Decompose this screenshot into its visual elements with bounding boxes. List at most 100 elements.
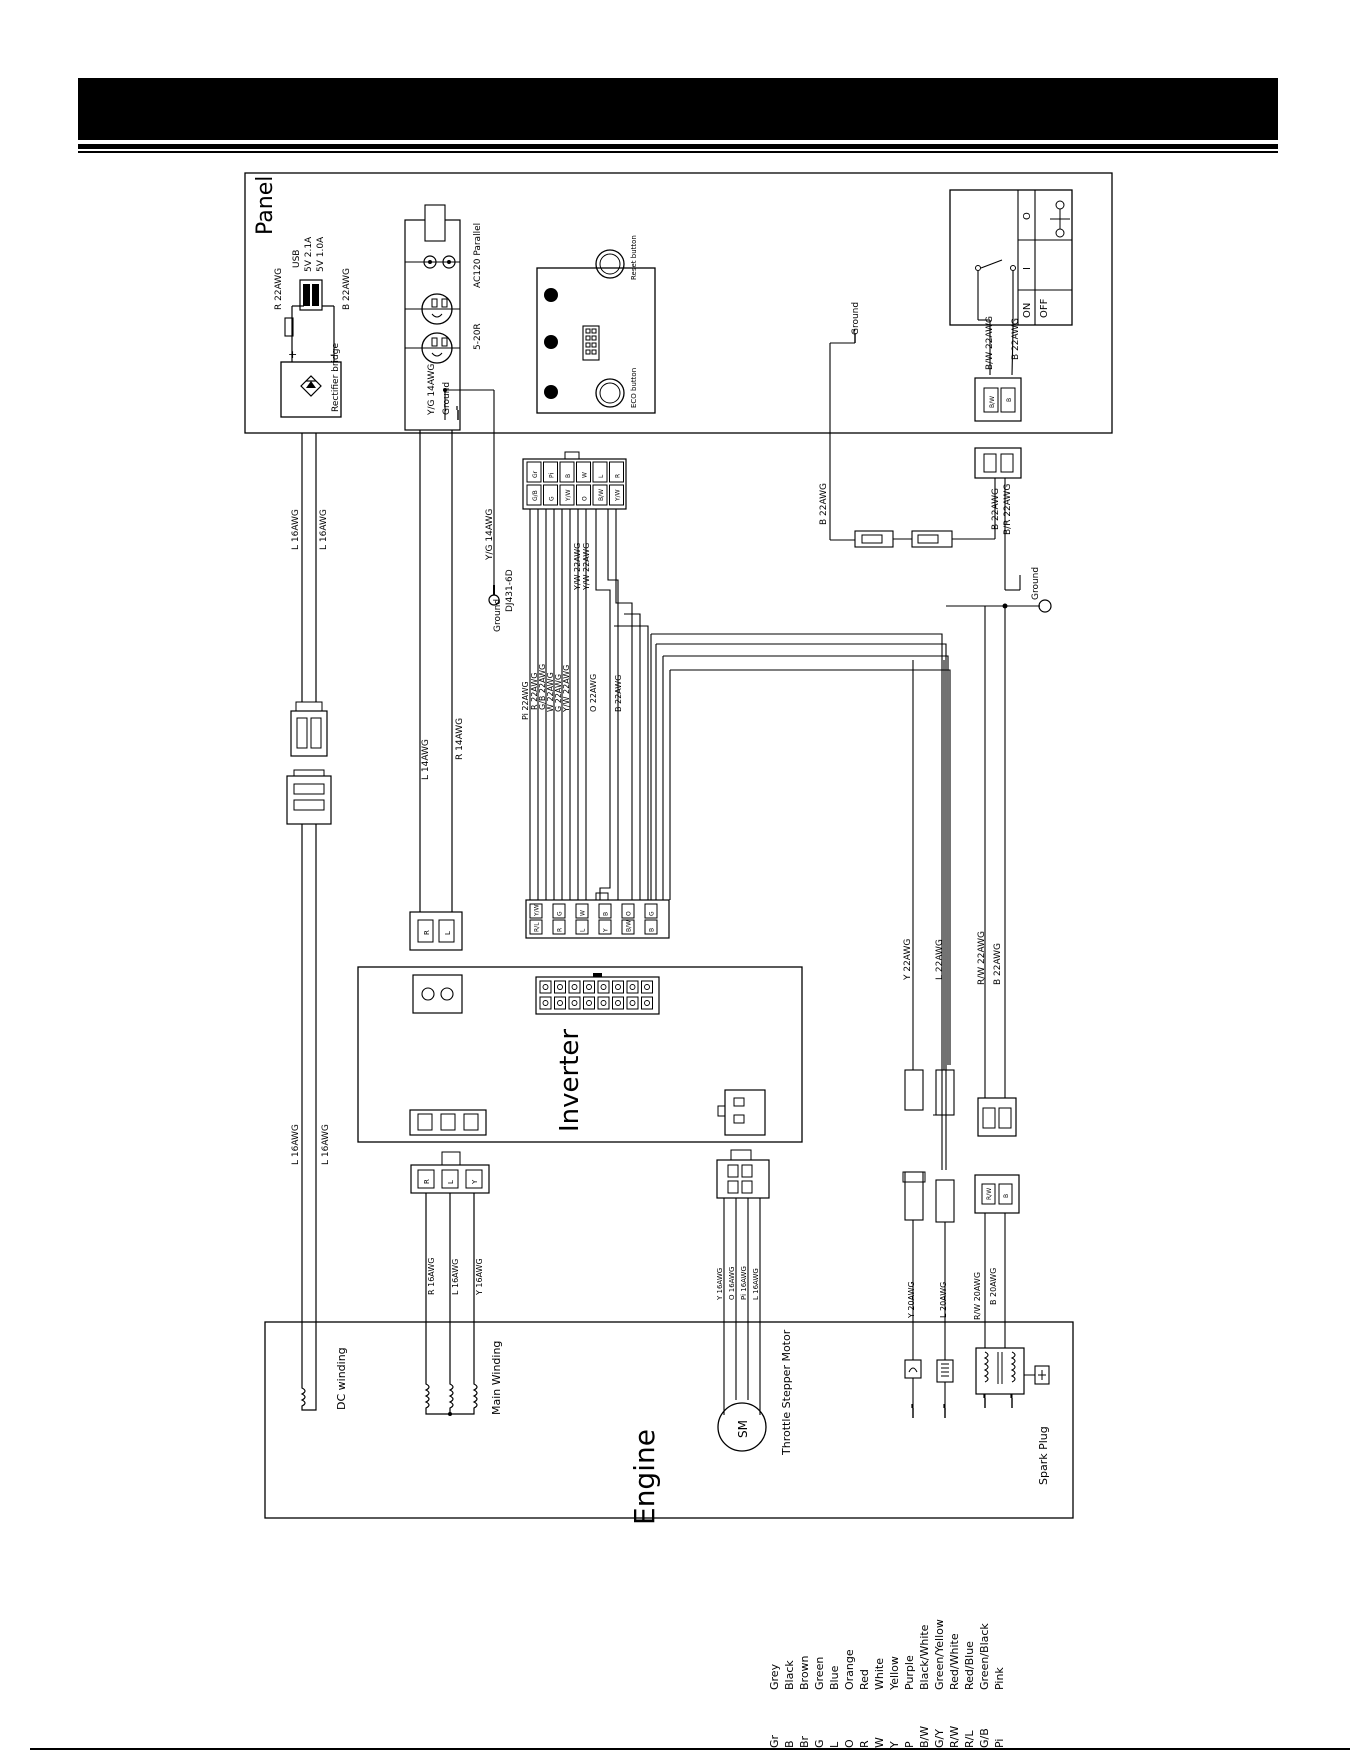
harness-bottom-pin-label: B — [649, 928, 656, 932]
inverter-header-pin — [626, 980, 639, 994]
harness-top-pin — [609, 461, 624, 483]
harness-bottom-pin — [644, 919, 658, 935]
harness-top-pin-label: Gr — [532, 470, 539, 478]
legend-name: Red — [858, 1669, 871, 1690]
color-legend: GrGreyBBlackBrBrownGGreenLBlueOOrangeRRe… — [768, 1619, 1006, 1749]
legend-name: Purple — [903, 1655, 916, 1690]
rw-b-connector-upper — [977, 1097, 1017, 1137]
legend-name: Red/White — [948, 1633, 961, 1690]
inverter-2pin-header — [412, 974, 463, 1014]
legend-code: R/L — [963, 1730, 976, 1748]
usb-1a-label: 5V 1.0A — [316, 236, 326, 272]
board-mount-hole — [544, 385, 558, 399]
rectifier-diode-icon — [300, 375, 322, 397]
inverter-header-pin — [612, 996, 624, 1010]
inverter-header-pin — [583, 996, 595, 1010]
legend-name: Pink — [993, 1667, 1006, 1690]
legend-name: Black/White — [918, 1624, 931, 1690]
reset-label: Reset button — [630, 235, 638, 280]
harness-top-pin — [559, 484, 575, 506]
harness-top-pin — [526, 461, 542, 483]
harness-bottom-pin-label: O — [626, 911, 633, 916]
harness-bottom-pin-label: B — [603, 912, 610, 916]
legend-name: Green/Yellow — [933, 1619, 946, 1690]
bullet-connector-l-lower — [935, 1179, 955, 1223]
inverter-header-pin — [568, 980, 581, 994]
harness-top-pin — [543, 484, 558, 506]
harness-top-pin-label: O — [582, 496, 589, 501]
legend-code: G/Y — [933, 1729, 946, 1748]
inverter-header-pin-hole — [600, 984, 607, 990]
inverter-header-pin-hole — [557, 1000, 563, 1006]
legend-name: Blue — [828, 1665, 841, 1690]
fuse-holder-a — [854, 530, 894, 548]
harness-bottom-pin-label: G — [557, 911, 564, 916]
harness-top-pin — [609, 484, 624, 506]
legend-code: B/W — [918, 1726, 931, 1748]
legend-code: Y — [888, 1741, 901, 1749]
minus-label: - — [330, 348, 334, 361]
engine-block — [264, 1321, 1074, 1519]
inverter-header-pin-hole — [615, 984, 621, 990]
rw22-label: R/W 22AWG — [977, 931, 987, 985]
dc-connector-male — [290, 710, 328, 757]
sensor-y — [904, 1359, 922, 1379]
pi16-label: Pi 16AWG — [740, 1266, 748, 1300]
board-mount-hole — [544, 288, 558, 302]
panel-title: Panel — [253, 176, 278, 235]
legend-name: Orange — [843, 1649, 856, 1690]
rw20-label: R/W 20AWG — [973, 1272, 982, 1320]
rl-connector — [409, 911, 463, 951]
harness-bottom-pin-label: G — [649, 911, 656, 916]
bullet-connector-y-lower — [904, 1171, 924, 1221]
usb-label: USB — [292, 250, 302, 268]
b22-switch-label: B 22AWG — [1011, 318, 1021, 360]
legend-name: Yellow — [888, 1656, 901, 1691]
harness-bottom-pin — [552, 919, 566, 935]
switch-box — [949, 189, 1073, 326]
legend-code: G — [813, 1739, 826, 1748]
harness-bottom-pin — [598, 903, 612, 919]
yg14-wire-label: Y/G 14AWG — [485, 509, 495, 561]
harness-top-pin-label: R — [615, 474, 622, 478]
b22-ground-label: B 22AWG — [819, 483, 829, 525]
reset-button — [595, 249, 625, 279]
b22-panel-label: B 22AWG — [342, 268, 352, 310]
l16-upper-b: L 16AWG — [319, 509, 329, 550]
harness-bottom-pin-label: W — [580, 910, 587, 916]
harness-bottom-pin — [621, 903, 635, 919]
ground-panel-label: Ground — [442, 382, 452, 415]
harness-top-pin — [576, 461, 591, 483]
legend-name: White — [873, 1658, 886, 1690]
eco-button — [595, 378, 625, 408]
b22-harness-label: B 22AWG — [614, 675, 623, 712]
l20-label: L 20AWG — [939, 1282, 948, 1318]
main-pin-r: R — [423, 1179, 431, 1184]
usb-2a-label: 5V 2.1A — [304, 236, 314, 272]
board-mount-hole — [544, 335, 558, 349]
harness-top-pin — [526, 484, 542, 506]
dc-winding-coil — [300, 1382, 317, 1411]
switch-o-label: O — [1022, 212, 1033, 220]
y16-stepper-label: Y 16AWG — [716, 1268, 724, 1301]
ground-dj-label: Ground — [493, 599, 503, 632]
legend-code: R/W — [948, 1726, 961, 1748]
harness-bottom-pin-label: R/L — [534, 922, 541, 932]
legend-code: P — [903, 1741, 916, 1748]
legend-name: Grey — [768, 1663, 781, 1690]
harness-top-pin-label: Y/W — [565, 489, 572, 502]
y22-label: Y 22AWG — [903, 939, 913, 981]
inverter-header-pin-hole — [542, 984, 549, 990]
inverter-header-pin-hole — [557, 984, 563, 990]
main-winding-label: Main Winding — [490, 1341, 503, 1415]
inverter-header-pin-hole — [615, 1000, 621, 1006]
b20-label: B 20AWG — [989, 1268, 998, 1305]
inverter-3pin-header — [409, 1109, 487, 1136]
dj431-label: DJ431-6D — [505, 569, 515, 612]
o16-label: O 16AWG — [728, 1267, 736, 1300]
main-pin-l: L — [447, 1180, 455, 1184]
legend-code: Pi — [993, 1739, 1006, 1748]
inverter-header-pin — [568, 996, 581, 1010]
gb22-label: G/B 22AWG — [538, 664, 547, 710]
